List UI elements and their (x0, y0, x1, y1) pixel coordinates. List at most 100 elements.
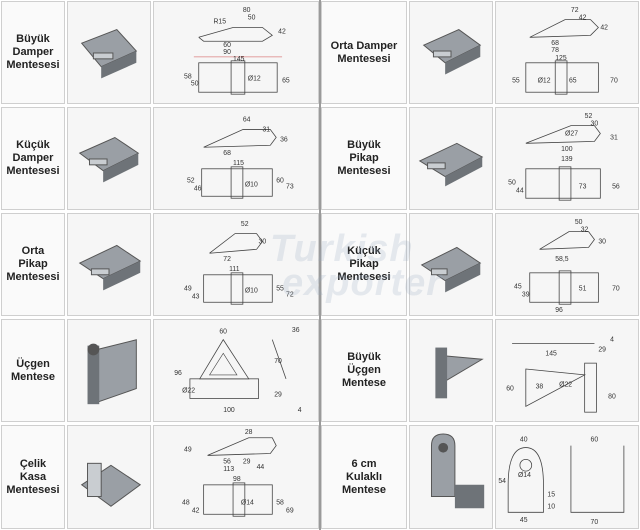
svg-text:31: 31 (610, 134, 618, 141)
svg-text:70: 70 (274, 358, 282, 365)
svg-text:40: 40 (520, 437, 528, 444)
svg-text:65: 65 (282, 77, 290, 84)
technical-drawing: 52 30 Ø27 100 139 31 50 44 73 56 (495, 107, 639, 210)
product-label: Büyük Pikap Mentesesi (321, 107, 407, 210)
technical-drawing: 64 31 36 68 115 Ø10 52 46 60 73 (153, 107, 319, 210)
svg-text:31: 31 (262, 127, 270, 134)
svg-text:50: 50 (508, 179, 516, 186)
column-divider (319, 0, 321, 530)
svg-text:98: 98 (233, 476, 241, 483)
svg-text:42: 42 (192, 507, 200, 514)
svg-text:73: 73 (579, 183, 587, 190)
svg-text:50: 50 (575, 219, 583, 226)
svg-text:60: 60 (219, 329, 227, 336)
technical-drawing: 52 30 72 111 Ø10 49 43 55 72 (153, 213, 319, 316)
svg-text:68: 68 (551, 40, 559, 47)
svg-text:50: 50 (191, 80, 199, 87)
svg-text:52: 52 (241, 221, 249, 228)
product-row: Üçgen Mentese 60 36 70 96 Ø22 29 100 (0, 318, 320, 423)
svg-text:58: 58 (184, 73, 192, 80)
svg-text:Ø22: Ø22 (182, 388, 195, 395)
svg-text:44: 44 (516, 187, 524, 194)
technical-drawing: 145 29 4 Ø22 38 60 80 (495, 319, 639, 422)
svg-text:60: 60 (591, 437, 599, 444)
product-photo (409, 1, 493, 104)
technical-drawing: 72 42 42 68 78 125 Ø12 65 70 55 (495, 1, 639, 104)
svg-text:32: 32 (581, 227, 589, 234)
product-row: 6 cm Kulaklı Mentese 40 60 54 Ø14 45 15 … (320, 424, 640, 530)
svg-text:125: 125 (555, 55, 567, 62)
svg-text:100: 100 (223, 407, 235, 414)
product-photo (409, 213, 493, 316)
svg-text:78: 78 (551, 47, 559, 54)
svg-text:R15: R15 (213, 19, 226, 26)
svg-text:50: 50 (248, 15, 256, 22)
svg-text:30: 30 (598, 238, 606, 245)
svg-text:43: 43 (192, 293, 200, 300)
svg-text:10: 10 (547, 503, 555, 510)
left-column: Büyük Damper Mentesesi R15 80 50 42 60 9… (0, 1, 320, 529)
product-photo (67, 1, 151, 104)
product-label: Orta Pikap Mentesesi (1, 213, 65, 316)
svg-text:58: 58 (276, 499, 284, 506)
svg-text:29: 29 (274, 391, 282, 398)
svg-text:39: 39 (522, 291, 530, 298)
svg-text:30: 30 (591, 121, 599, 128)
svg-text:60: 60 (506, 386, 514, 393)
product-row: Büyük Pikap Mentesesi 52 30 Ø27 100 139 … (320, 106, 640, 211)
product-label: Büyük Üçgen Mentese (321, 319, 407, 422)
svg-text:55: 55 (512, 77, 520, 84)
svg-text:4: 4 (610, 337, 614, 344)
svg-text:51: 51 (579, 285, 587, 292)
product-photo (67, 425, 151, 529)
product-label: Çelik Kasa Mentesesi (1, 425, 65, 529)
product-row: Büyük Üçgen Mentese 145 29 4 Ø22 38 60 8… (320, 318, 640, 423)
svg-text:Ø10: Ø10 (245, 287, 258, 294)
svg-text:68: 68 (223, 150, 231, 157)
svg-text:29: 29 (598, 346, 606, 353)
svg-text:96: 96 (555, 307, 563, 314)
technical-drawing: 50 32 30 58,5 45 39 51 70 96 (495, 213, 639, 316)
svg-text:54: 54 (498, 478, 506, 485)
svg-text:30: 30 (259, 238, 267, 245)
svg-text:48: 48 (182, 499, 190, 506)
svg-text:52: 52 (585, 113, 593, 120)
product-photo (67, 213, 151, 316)
svg-text:45: 45 (514, 284, 522, 291)
product-row: Küçük Damper Mentesesi 64 31 36 68 115 Ø… (0, 106, 320, 211)
svg-text:42: 42 (600, 24, 608, 31)
svg-text:36: 36 (292, 327, 300, 334)
svg-text:111: 111 (229, 266, 240, 273)
svg-text:Ø12: Ø12 (248, 75, 261, 82)
product-photo (409, 425, 493, 529)
svg-text:80: 80 (608, 393, 616, 400)
product-row: Orta Pikap Mentesesi 52 30 72 111 Ø10 49… (0, 212, 320, 317)
svg-text:69: 69 (286, 507, 294, 514)
product-row: Orta Damper Mentesesi 72 42 42 68 78 125… (320, 0, 640, 105)
technical-drawing: 28 49 56 29 113 44 98 Ø14 48 42 58 69 (153, 425, 319, 529)
product-label: Küçük Damper Mentesesi (1, 107, 65, 210)
svg-text:73: 73 (286, 183, 294, 190)
product-label: 6 cm Kulaklı Mentese (321, 425, 407, 529)
svg-text:Ø14: Ø14 (518, 472, 531, 479)
svg-text:96: 96 (174, 370, 182, 377)
svg-text:Ø14: Ø14 (241, 499, 254, 506)
svg-text:29: 29 (243, 458, 251, 465)
product-photo (409, 319, 493, 422)
svg-text:36: 36 (280, 136, 288, 143)
svg-text:45: 45 (520, 517, 528, 524)
svg-text:60: 60 (276, 178, 284, 185)
svg-text:80: 80 (243, 7, 251, 14)
technical-drawing: 40 60 54 Ø14 45 15 70 10 (495, 425, 639, 529)
product-label: Üçgen Mentese (1, 319, 65, 422)
svg-text:Ø10: Ø10 (245, 181, 258, 188)
svg-text:46: 46 (194, 185, 202, 192)
svg-text:42: 42 (278, 28, 286, 35)
product-photo (67, 319, 151, 422)
svg-text:145: 145 (545, 350, 557, 357)
svg-text:42: 42 (579, 15, 587, 22)
svg-text:113: 113 (223, 466, 234, 473)
svg-text:Ø27: Ø27 (565, 130, 578, 137)
right-column: Orta Damper Mentesesi 72 42 42 68 78 125… (320, 0, 640, 530)
svg-text:100: 100 (561, 146, 573, 153)
